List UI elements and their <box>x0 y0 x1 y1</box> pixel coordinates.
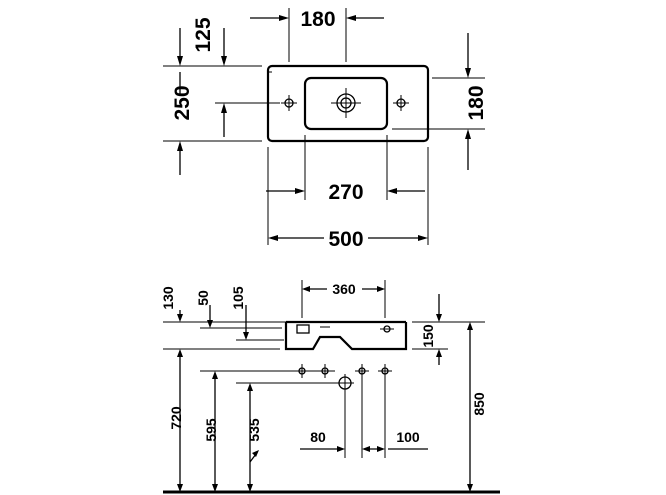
dim-rough-in-595: 595 <box>203 371 219 492</box>
drain-icon <box>331 88 361 118</box>
dim-label-80: 80 <box>310 429 326 445</box>
dim-label-250: 250 <box>171 85 194 120</box>
supply-mid-right-icon <box>355 364 369 378</box>
reference-lines <box>163 321 485 384</box>
dim-label-720: 720 <box>168 406 184 430</box>
dim-basin-depth: 250 <box>163 72 280 175</box>
supply-right-icon <box>378 364 392 378</box>
dim-rim-height: 150 <box>420 294 442 365</box>
dim-label-100: 100 <box>396 429 420 445</box>
dim-label-130: 130 <box>160 286 176 310</box>
dim-label-50: 50 <box>195 290 211 306</box>
dim-label-180-right: 180 <box>465 85 488 120</box>
bowl-outline <box>303 76 389 131</box>
dim-label-595: 595 <box>203 418 219 442</box>
dim-rough-in-535: 535 <box>246 383 262 492</box>
plan-view: 180 125 250 <box>163 8 488 251</box>
dim-label-360: 360 <box>332 281 356 297</box>
dim-tap-spacing: 180 <box>250 8 384 62</box>
dim-bowl-depth: 180 <box>392 33 488 170</box>
basin-elevation <box>284 320 408 351</box>
dim-mount-height: 850 <box>467 322 487 492</box>
dim-label-105: 105 <box>230 286 246 310</box>
dim-label-850: 850 <box>471 392 487 416</box>
dim-top-width: 360 <box>301 280 386 318</box>
supply-mid-left-icon <box>318 364 332 378</box>
dim-outlet-offsets: 80 100 <box>300 378 428 458</box>
dim-rough-in-720: 720 <box>168 349 184 492</box>
supply-left-icon <box>295 364 309 378</box>
dim-top-labels: 130 50 105 <box>160 286 249 340</box>
dim-label-180-top: 180 <box>300 8 335 31</box>
dim-overflow-offset: 125 <box>163 17 262 67</box>
tap-hole-right-icon <box>393 95 409 111</box>
dim-label-535: 535 <box>246 418 262 442</box>
dim-basin-width: 500 <box>267 147 429 251</box>
side-view: 360 130 50 105 150 720 <box>160 280 500 494</box>
waste-outlet-icon <box>336 374 354 392</box>
tap-hole-left-icon <box>281 95 297 111</box>
dim-label-500: 500 <box>328 228 363 251</box>
dim-label-150: 150 <box>420 324 436 348</box>
dim-bowl-width: 270 <box>266 135 425 204</box>
dim-label-270: 270 <box>328 181 363 204</box>
dim-label-125: 125 <box>192 17 215 52</box>
